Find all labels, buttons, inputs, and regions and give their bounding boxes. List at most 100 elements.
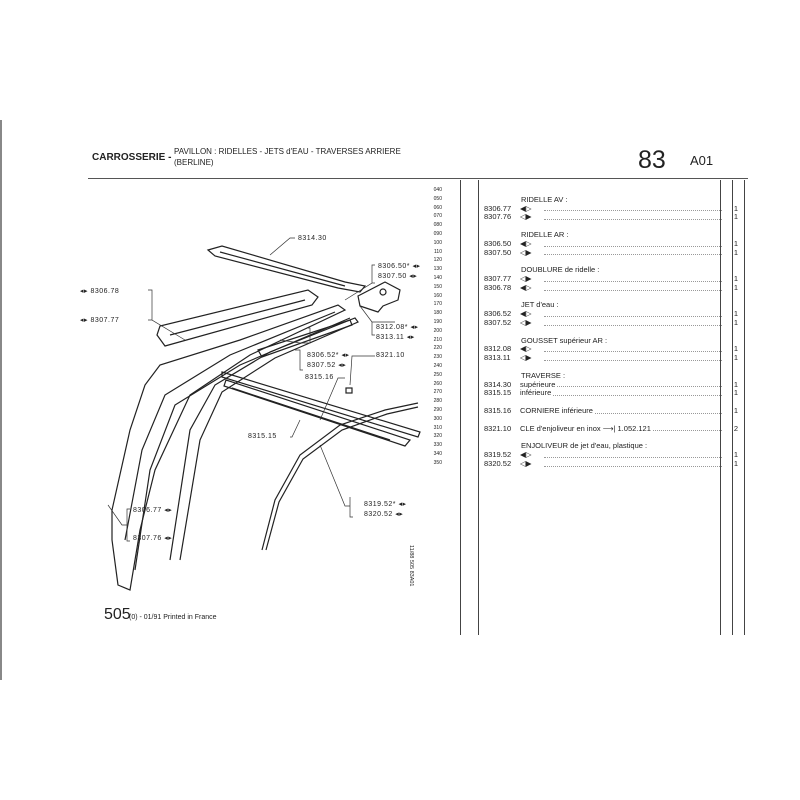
line-number: 070 — [433, 213, 442, 220]
part-jet-eau — [257, 319, 353, 358]
label-8306-77: 8306.77 ◂▸ — [133, 507, 173, 514]
part-doublure — [156, 289, 319, 347]
page-code: A01 — [690, 153, 714, 168]
label-8306-78: ◂▸ 8306.78 — [80, 288, 120, 295]
part-description: ◀▷ — [520, 203, 534, 213]
leader-dots — [544, 324, 722, 326]
table-row: 8306.78◀▷1 — [484, 282, 738, 293]
subtitle-line-2: (BERLINE) — [174, 158, 214, 167]
line-number: 320 — [433, 433, 442, 440]
quantity: 1 — [733, 212, 739, 222]
line-number: 240 — [433, 363, 442, 369]
leader-dots — [544, 254, 722, 256]
quantity: 1 — [733, 282, 739, 292]
line-number: 290 — [433, 407, 442, 413]
line-number: 210 — [433, 336, 442, 343]
group-number: 83 — [638, 146, 666, 174]
part-description: ◁▶ — [520, 212, 534, 222]
heading-text: DOUBLURE de ridelle : — [521, 265, 600, 275]
line-number: 060 — [433, 204, 442, 211]
quantity: 1 — [733, 344, 739, 354]
table-border-right — [744, 180, 745, 635]
quantity: 1 — [733, 318, 739, 327]
part-number: 8307.77 — [484, 274, 512, 283]
quantity: 1 — [733, 458, 739, 468]
line-number: 080 — [433, 222, 442, 229]
leader-dots — [544, 359, 722, 361]
leader-dots — [544, 351, 722, 353]
line-number: 110 — [434, 248, 442, 255]
line-number: 300 — [433, 415, 442, 422]
heading-text: ENJOLIVEUR de jet d'eau, plastique : — [521, 441, 648, 451]
part-number: 8313.11 — [484, 353, 511, 363]
part-number: 8312.08 — [484, 344, 512, 354]
part-number: 8306.77 — [484, 203, 512, 213]
line-number: 250 — [433, 371, 442, 378]
part-description: ◁▶ — [520, 353, 534, 363]
part-ridelle — [111, 304, 347, 591]
table-row: 8307.76◁▶1 — [484, 212, 738, 222]
part-gousset — [357, 281, 401, 313]
leader-dots — [544, 245, 722, 247]
label-8307-77: ◂▸ 8307.77 — [80, 317, 120, 324]
table-row: 8306.52◀▷1 — [484, 309, 738, 319]
label-8306-50: 8306.50* ◂▸ — [378, 263, 421, 270]
quantity: 1 — [733, 388, 739, 398]
leader-dots — [544, 315, 722, 317]
line-number: 310 — [433, 424, 442, 431]
heading-text: GOUSSET supérieur AR : — [521, 335, 608, 345]
quantity: 1 — [733, 274, 739, 283]
part-description: ◁▶ — [520, 274, 534, 283]
part-number: 8314.30 — [484, 379, 512, 389]
part-description: ◁▶ — [520, 247, 534, 257]
line-number: 140 — [433, 275, 442, 281]
quantity: 1 — [733, 203, 739, 213]
line-number: 050 — [433, 195, 442, 202]
line-number: 230 — [433, 354, 442, 361]
part-number: 8319.52 — [484, 450, 512, 459]
quantity: 1 — [733, 450, 739, 459]
table-column-divider — [478, 180, 479, 635]
model-number: 505 — [104, 606, 131, 623]
part-description: CLE d'enjoliveur en inox ⟶| 1.052.121 — [520, 423, 653, 433]
part-number: 8307.52 — [484, 318, 512, 327]
line-number: 340 — [433, 451, 442, 457]
group-heading: TRAVERSE : — [484, 370, 732, 381]
leader-lines — [107, 237, 395, 542]
quantity: 1 — [733, 309, 739, 319]
part-number: 8306.78 — [484, 282, 512, 292]
label-8307-50: 8307.50 ◂▸ — [378, 273, 418, 280]
page-edge — [0, 120, 2, 680]
line-number: 130 — [433, 266, 442, 273]
part-corniere — [221, 371, 421, 438]
quantity: 1 — [733, 247, 739, 257]
section-title: CARROSSERIE - — [92, 152, 172, 163]
leader-dots — [544, 280, 722, 282]
part-description: CORNIERE inférieure — [520, 406, 595, 415]
heading-text: TRAVERSE : — [521, 370, 566, 380]
part-number: 8306.50 — [484, 238, 512, 248]
label-8314-30: 8314.30 — [298, 235, 327, 242]
part-number: 8320.52 — [484, 458, 512, 468]
part-description: ◁▶ — [520, 318, 534, 327]
part-description: ◀▷ — [520, 309, 534, 319]
line-number: 260 — [433, 380, 442, 387]
quantity: 2 — [733, 423, 739, 433]
leader-dots — [544, 219, 722, 221]
table-row: 8320.52◁▶1 — [484, 458, 738, 469]
part-traverse-inferieure — [223, 379, 412, 447]
label-8306-52: 8306.52* ◂▸ — [307, 352, 350, 359]
table-row: 8313.11◁▶1 — [484, 353, 738, 363]
group-heading: RIDELLE AR : — [484, 230, 732, 240]
heading-text: RIDELLE AR : — [521, 230, 569, 239]
leader-dots — [544, 456, 722, 458]
group-heading: JET d'eau : — [484, 300, 732, 310]
line-number: 330 — [433, 442, 442, 449]
label-8319-52: 8319.52* ◂▸ — [364, 501, 407, 508]
part-cle — [345, 387, 353, 394]
line-number: 180 — [433, 310, 442, 317]
line-number: 040 — [433, 187, 442, 193]
